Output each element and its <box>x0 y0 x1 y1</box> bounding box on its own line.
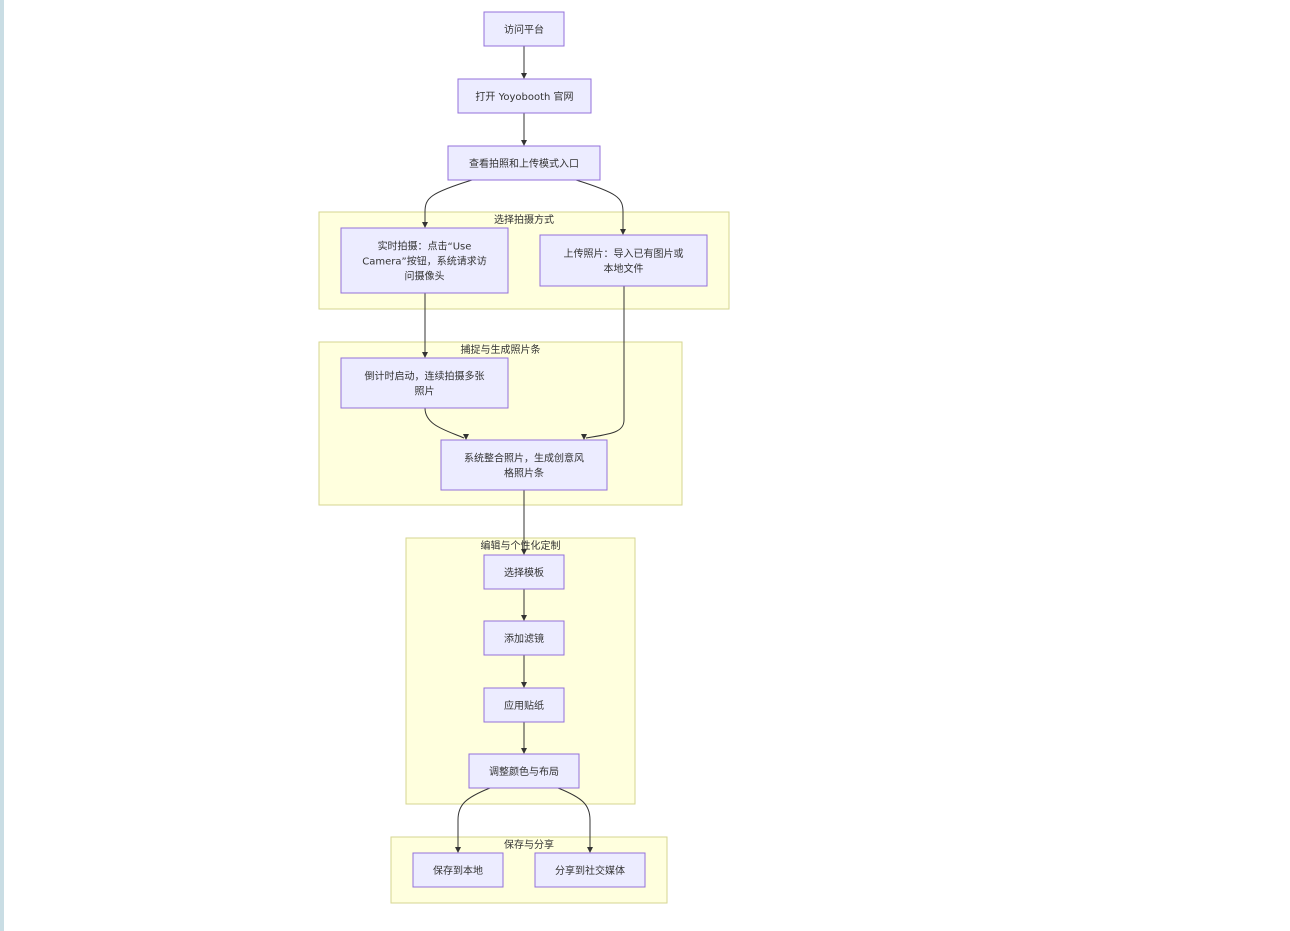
window-left-edge <box>0 0 4 931</box>
node-label: 选择模板 <box>504 566 544 579</box>
edge-n9-n10 <box>521 655 527 688</box>
arrow-head-icon <box>422 352 428 358</box>
arrow-head-icon <box>521 748 527 754</box>
node-label: 照片 <box>415 385 435 398</box>
node-box <box>483 554 565 590</box>
edge-line <box>557 787 591 851</box>
node-box <box>534 852 646 888</box>
node-label: 分享到社交媒体 <box>555 864 625 877</box>
node-n3: 查看拍照和上传模式入口 <box>447 145 601 181</box>
arrow-head-icon <box>521 615 527 621</box>
node-n10: 应用贴纸 <box>483 687 565 723</box>
edge-n3-n5 <box>575 179 626 235</box>
node-label: 访问平台 <box>504 23 544 36</box>
node-n8: 选择模板 <box>483 554 565 590</box>
cluster-title: 编辑与个性化定制 <box>481 539 561 552</box>
edge-line <box>424 407 465 439</box>
node-label: 实时拍摄：点击“Use <box>378 240 472 253</box>
node-n11: 调整颜色与布局 <box>468 753 580 789</box>
arrow-head-icon <box>422 222 428 228</box>
arrow-head-icon <box>521 140 527 146</box>
node-label: 添加滤镜 <box>504 632 544 645</box>
edge-n8-n9 <box>521 589 527 621</box>
node-box <box>340 227 509 294</box>
edge-line <box>575 179 624 233</box>
node-n9: 添加滤镜 <box>483 620 565 656</box>
node-box <box>483 687 565 723</box>
node-label: 格照片条 <box>504 467 544 480</box>
arrow-head-icon <box>521 73 527 79</box>
node-label: 调整颜色与布局 <box>489 765 559 778</box>
node-box <box>483 620 565 656</box>
arrow-head-icon <box>521 549 527 555</box>
arrow-head-icon <box>581 434 587 440</box>
node-n13: 分享到社交媒体 <box>534 852 646 888</box>
arrow-head-icon <box>521 682 527 688</box>
cluster-title: 选择拍摄方式 <box>494 213 554 226</box>
arrow-head-icon <box>463 434 469 440</box>
edge-n7-n8 <box>521 490 527 555</box>
node-label: Camera”按钮，系统请求访 <box>362 255 486 268</box>
arrow-head-icon <box>455 847 461 853</box>
edge-line <box>424 179 473 226</box>
node-label: 应用贴纸 <box>504 699 544 712</box>
node-box <box>440 439 608 491</box>
edge-n11-n12 <box>455 787 491 853</box>
node-label: 上传照片：导入已有图片或 <box>564 247 684 260</box>
node-box <box>483 11 565 47</box>
node-label: 保存到本地 <box>433 864 483 877</box>
edge-n1-n2 <box>521 46 527 79</box>
node-box <box>447 145 601 181</box>
node-label: 本地文件 <box>604 262 644 275</box>
edge-line <box>585 286 625 439</box>
node-box <box>412 852 504 888</box>
edge-n5-n7 <box>581 286 625 440</box>
edges-layer <box>422 46 626 853</box>
node-n1: 访问平台 <box>483 11 565 47</box>
edge-n6-n7 <box>424 407 469 440</box>
cluster-title: 保存与分享 <box>504 838 554 851</box>
edge-line <box>457 787 491 851</box>
node-box <box>457 78 592 114</box>
node-label: 问摄像头 <box>405 270 445 283</box>
arrow-head-icon <box>620 229 626 235</box>
node-box <box>539 234 708 287</box>
edge-n4-n6 <box>422 293 428 358</box>
node-n2: 打开 Yoyobooth 官网 <box>457 78 592 114</box>
node-n12: 保存到本地 <box>412 852 504 888</box>
edge-n3-n4 <box>422 179 473 228</box>
cluster-title: 捕捉与生成照片条 <box>461 343 541 356</box>
node-label: 打开 Yoyobooth 官网 <box>475 90 573 103</box>
node-box <box>468 753 580 789</box>
edge-n10-n11 <box>521 722 527 754</box>
node-box <box>340 357 509 409</box>
edge-n2-n3 <box>521 113 527 146</box>
node-label: 查看拍照和上传模式入口 <box>469 157 579 170</box>
node-label: 系统整合照片，生成创意风 <box>464 452 584 465</box>
edge-n11-n13 <box>557 787 593 853</box>
arrow-head-icon <box>587 847 593 853</box>
node-label: 倒计时启动，连续拍摄多张 <box>365 370 485 383</box>
